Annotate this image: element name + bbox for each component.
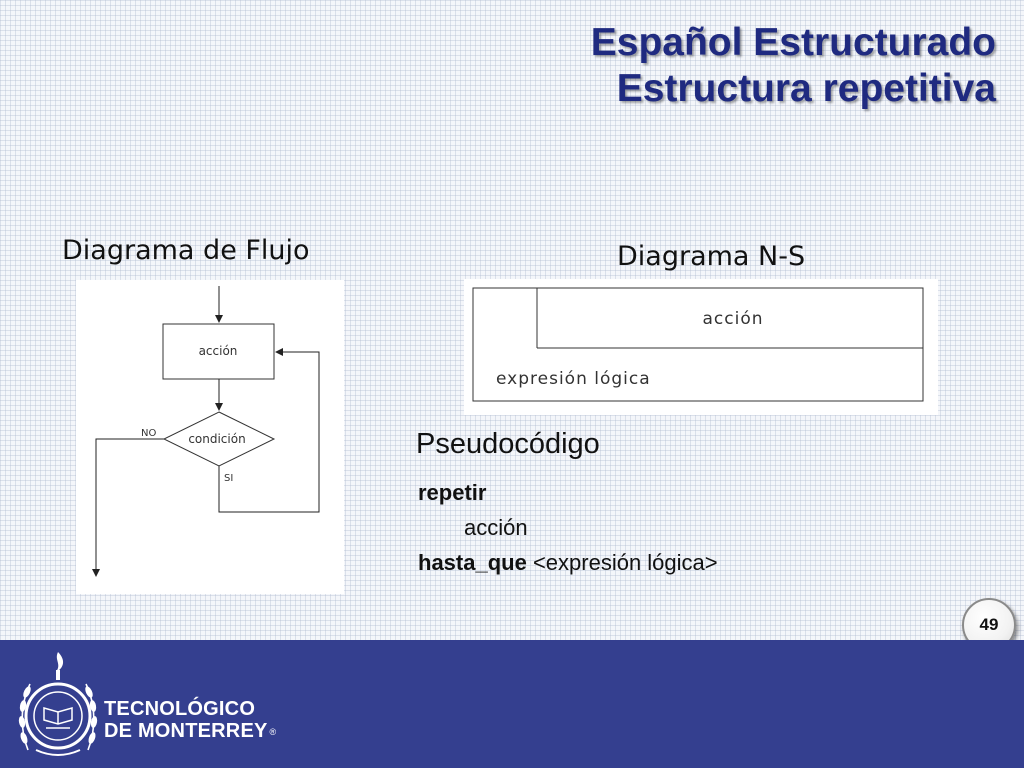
slide-title: Español Estructurado Estructura repetiti…: [591, 20, 996, 112]
flowchart-diagram: acción condición NO SI: [76, 280, 344, 594]
no-branch-line: [92, 438, 164, 577]
no-label: NO: [141, 428, 156, 439]
ns-diagram-heading: Diagrama N-S: [617, 241, 806, 272]
institution-seal-icon: [16, 650, 100, 767]
brand-line-1: TECNOLÓGICO: [104, 698, 256, 720]
slide-title-line2: Estructura repetitiva: [616, 67, 996, 110]
flowchart-condition-label: condición: [188, 432, 245, 446]
flowchart-action-label: acción: [199, 344, 238, 358]
pseudocode-heading: Pseudocódigo: [416, 428, 600, 460]
registered-mark: ®: [269, 726, 277, 737]
yes-loop-line: [218, 348, 320, 513]
pseudocode-action: acción: [464, 515, 528, 540]
pseudocode-line-3: hasta_que <expresión lógica>: [418, 545, 718, 580]
pseudocode-line-2: acción: [418, 510, 718, 545]
brand-line-2-text: DE MONTERREY: [104, 720, 268, 742]
slide-title-line1: Español Estructurado: [590, 21, 996, 64]
ns-action-label: acción: [702, 309, 763, 329]
pseudocode-block: repetir acción hasta_que <expresión lógi…: [418, 475, 718, 580]
repeat-keyword: repetir: [418, 480, 487, 505]
institution-name: TECNOLÓGICO DE MONTERREY®: [104, 698, 276, 743]
until-keyword: hasta_que: [418, 550, 527, 575]
ns-diagram: acción expresión lógica: [464, 279, 938, 415]
yes-label: SI: [224, 473, 233, 484]
ns-outer-box: [472, 287, 924, 402]
flowchart-heading: Diagrama de Flujo: [62, 235, 310, 266]
pseudocode-condition: <expresión lógica>: [526, 550, 718, 575]
brand-line-2: DE MONTERREY®: [104, 720, 276, 743]
pseudocode-line-1: repetir: [418, 475, 718, 510]
ns-expression-label: expresión lógica: [496, 369, 651, 389]
footer-band: TECNOLÓGICO DE MONTERREY®: [0, 640, 1024, 768]
